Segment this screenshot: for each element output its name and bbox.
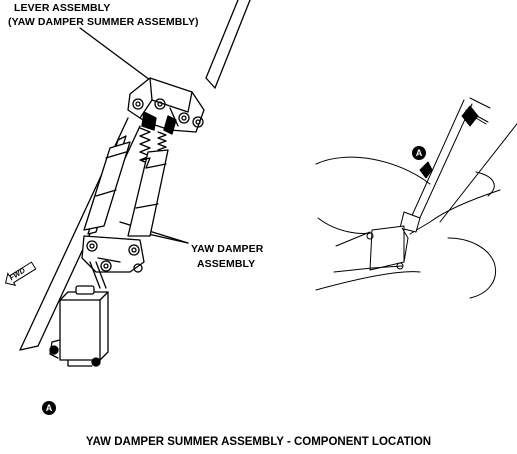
lever-assembly (127, 77, 205, 135)
yaw-damper-label-line1: YAW DAMPER (191, 243, 264, 255)
yaw-damper-actuator-left (83, 135, 131, 235)
yaw-damper-label-line2: ASSEMBLY (197, 258, 256, 270)
lower-linkage (81, 235, 145, 289)
structure-tube (19, 0, 251, 351)
lever-assembly-label: LEVER ASSEMBLY (14, 2, 111, 14)
fwd-arrow-icon: FWD (0, 258, 39, 291)
detail-view-a (315, 97, 517, 299)
leader-line-lever (79, 27, 151, 81)
lever-assembly-sublabel: (YAW DAMPER SUMMER ASSEMBLY) (8, 16, 199, 28)
summer-box (49, 285, 109, 367)
view-marker-detail: A (412, 146, 426, 160)
figure-caption: YAW DAMPER SUMMER ASSEMBLY - COMPONENT L… (85, 436, 432, 448)
yaw-damper-actuator-right (127, 149, 169, 237)
view-marker-bottom: A (42, 401, 56, 415)
